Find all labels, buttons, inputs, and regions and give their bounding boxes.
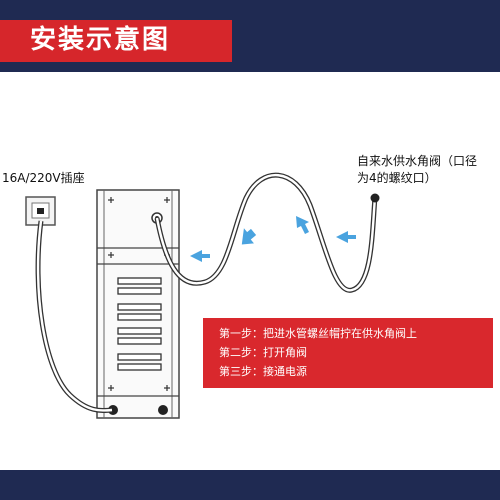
page-title: 安装示意图 (30, 25, 171, 55)
socket-icon (25, 196, 56, 226)
footer-band (0, 470, 500, 500)
angle-valve-connector (370, 193, 380, 203)
socket-label: 16A/220V插座 (2, 171, 85, 185)
step-1: 第一步：把进水管螺丝帽拧在供水角阀上 (219, 327, 417, 340)
water-valve-label-line1: 自来水供水角阀（口径 (357, 154, 478, 168)
water-dispenser (96, 189, 180, 419)
flow-arrow-icon (241, 228, 257, 245)
flow-arrow-icon (296, 216, 309, 234)
vent-slots (117, 277, 162, 371)
water-hose (154, 172, 378, 293)
flow-arrow-icon (336, 231, 356, 243)
power-cable (35, 220, 113, 413)
title-banner (0, 20, 232, 62)
step-3: 第三步：接通电源 (219, 365, 307, 378)
flow-arrow-icon (190, 250, 210, 262)
step-2: 第二步：打开角阀 (219, 346, 307, 359)
drain-port (158, 405, 168, 415)
water-valve-label-line2: 为4的螺纹口） (357, 171, 437, 185)
install-steps-box: 第一步：把进水管螺丝帽拧在供水角阀上 第二步：打开角阀 第三步：接通电源 (203, 318, 493, 388)
